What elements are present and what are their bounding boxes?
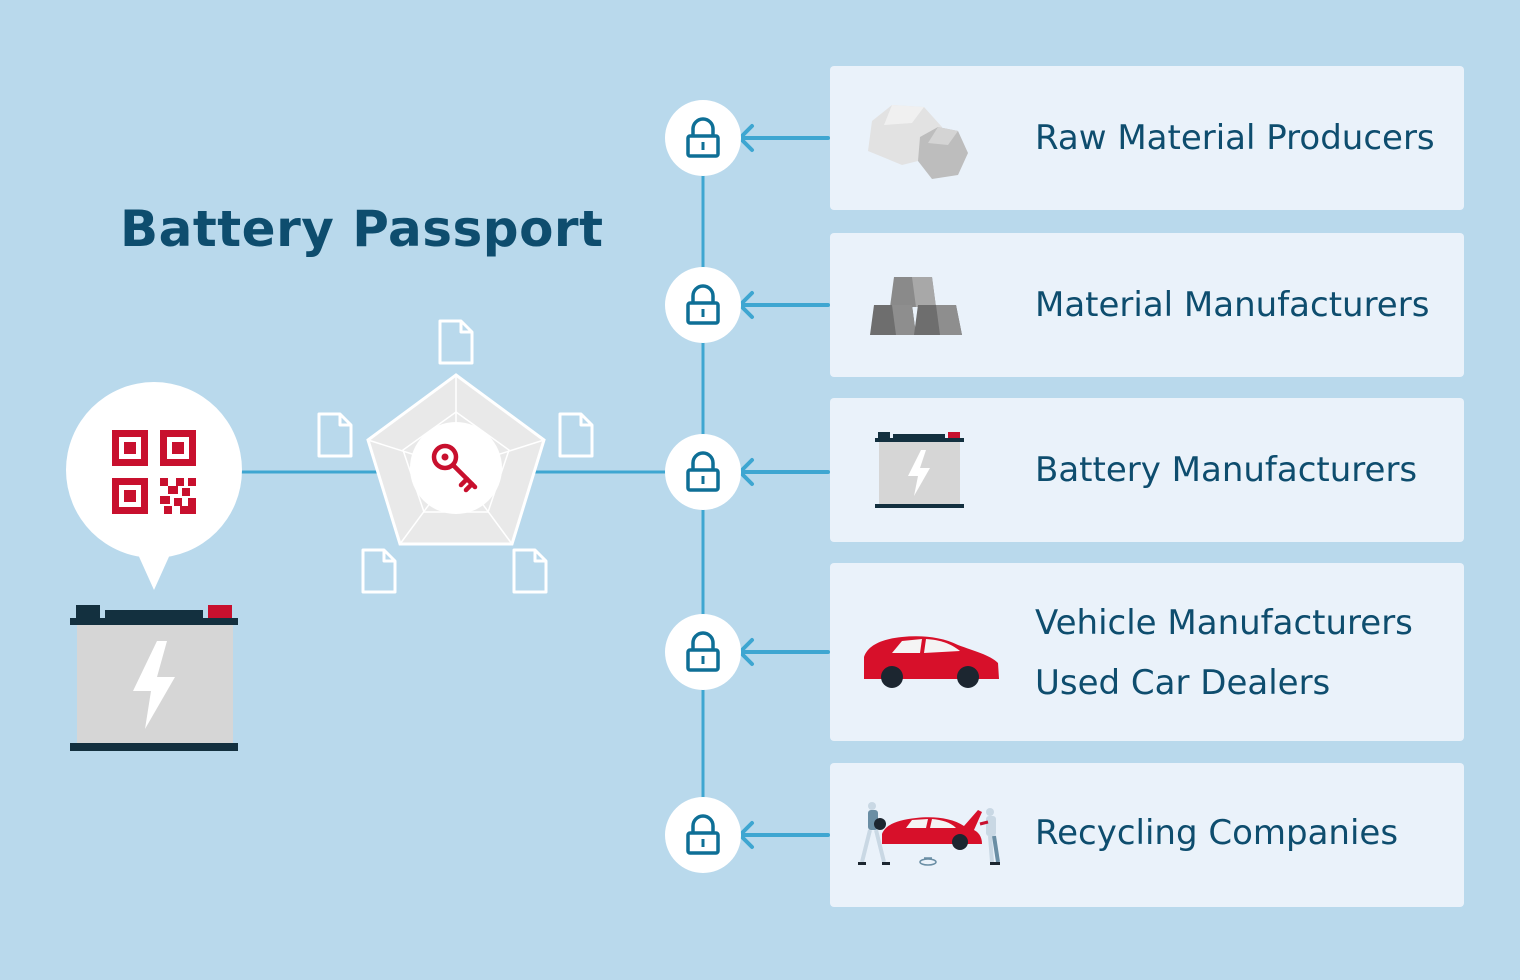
lock-node-4 (665, 614, 741, 690)
lock-node-2 (665, 267, 741, 343)
ingot-icon (870, 277, 962, 335)
card-label: Used Car Dealers (1035, 663, 1331, 703)
page-title: Battery Passport (120, 200, 604, 258)
card-label: Battery Manufacturers (1035, 450, 1418, 490)
lock-node-1 (665, 100, 741, 176)
document-icon (438, 319, 474, 365)
lock-node-5 (665, 797, 741, 873)
rock-icon (868, 105, 968, 179)
card-label: Raw Material Producers (1035, 118, 1435, 158)
document-icon (361, 548, 397, 594)
card-battery-manufacturers: Battery Manufacturers (830, 398, 1464, 542)
card-label: Vehicle Manufacturers (1035, 603, 1413, 643)
card-vehicle-manufacturers-used-car-dealers: Vehicle Manufacturers Used Car Dealers (830, 563, 1464, 741)
card-recycling-companies: Recycling Companies (830, 763, 1464, 907)
card-label: Material Manufacturers (1035, 285, 1430, 325)
lock-icon (686, 117, 720, 158)
qr-speech-bubble (66, 382, 242, 590)
document-icon (317, 412, 353, 458)
battery-icon (875, 432, 964, 508)
card-material-manufacturers: Material Manufacturers (830, 233, 1464, 377)
lock-icon (686, 451, 720, 492)
car-icon (864, 636, 999, 688)
lock-icon (686, 631, 720, 672)
recycling-workers-icon (858, 802, 1000, 866)
passport-pentagon (366, 373, 546, 546)
lock-node-3 (665, 434, 741, 510)
document-icon (512, 548, 548, 594)
card-raw-material-producers: Raw Material Producers (830, 66, 1464, 210)
lock-icon (686, 284, 720, 325)
card-label: Recycling Companies (1035, 813, 1399, 853)
document-icon (558, 412, 594, 458)
key-icon (431, 443, 478, 493)
battery-icon (70, 605, 238, 751)
qr-code-icon (112, 430, 196, 514)
lock-icon (686, 814, 720, 855)
